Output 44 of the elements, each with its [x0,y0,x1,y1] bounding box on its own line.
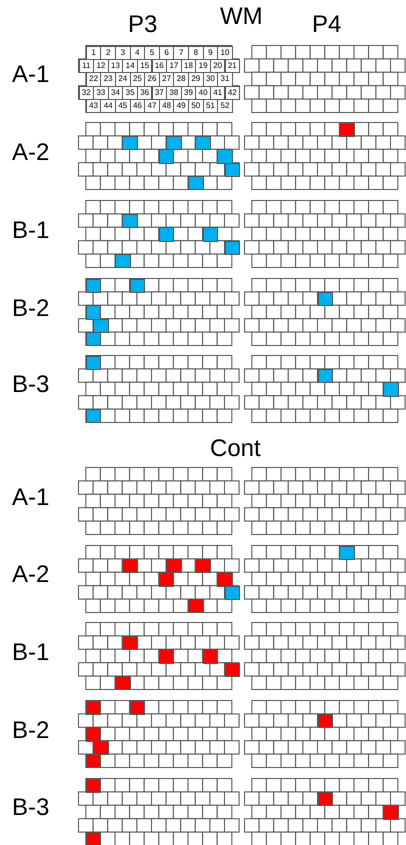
marked-cell [158,572,174,587]
marked-cell [202,227,218,242]
marked-cell [195,136,211,150]
numbered-cell: 10 [217,46,233,60]
marked-cell [217,149,233,164]
row-label: B-3 [12,372,50,398]
marked-cell [122,558,138,574]
row-label: B-2 [12,296,50,322]
marked-cell [383,382,399,397]
marked-cell [86,832,102,845]
marked-cell [86,754,102,768]
marked-cell [122,214,138,228]
marked-cell [86,305,102,320]
marked-cell [158,649,174,664]
marked-cell [86,727,102,742]
column-heading: P4 [312,12,342,38]
marked-cell [115,676,131,690]
marked-cell [339,122,355,137]
marked-cell [86,409,102,424]
marked-cell [86,332,102,346]
row-label: A-1 [12,62,50,88]
marked-cell [188,599,204,614]
row-label: A-2 [12,140,50,166]
marked-cell [217,572,233,587]
marked-cell [202,649,218,664]
group-heading: Cont [210,436,261,462]
row-label: A-1 [12,485,50,511]
numbered-cell: 31 [217,72,233,87]
row-label: B-2 [12,718,50,744]
column-heading: P3 [128,12,158,38]
marked-cell [158,149,174,164]
row-label: B-1 [12,218,50,244]
marked-cell [383,805,399,820]
marked-cell [158,227,174,242]
row-label: B-1 [12,640,50,666]
marked-cell [115,254,131,268]
group-heading: WM [220,4,263,30]
marked-cell [122,136,138,150]
marked-cell [188,176,204,190]
marked-cell [195,558,211,574]
marked-cell [339,546,355,560]
row-label: B-3 [12,795,50,821]
row-label: A-2 [12,562,50,588]
marked-cell [122,636,138,650]
